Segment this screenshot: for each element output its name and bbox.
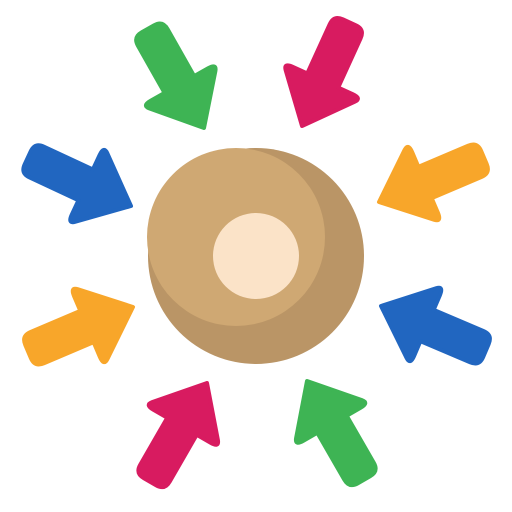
arrow-top-right-icon (263, 3, 388, 145)
circle-inner (213, 213, 299, 299)
arrow-top-left-icon (111, 7, 241, 150)
arrow-right-upper-icon (364, 121, 500, 239)
arrow-bottom-right-icon (270, 359, 401, 502)
arrow-left-upper-icon (8, 119, 150, 244)
arrow-right-lower-icon (366, 269, 502, 387)
arrow-left-lower-icon (13, 270, 149, 388)
convergence-circle-icon (147, 148, 364, 364)
arrow-bottom-left-icon (113, 361, 244, 504)
